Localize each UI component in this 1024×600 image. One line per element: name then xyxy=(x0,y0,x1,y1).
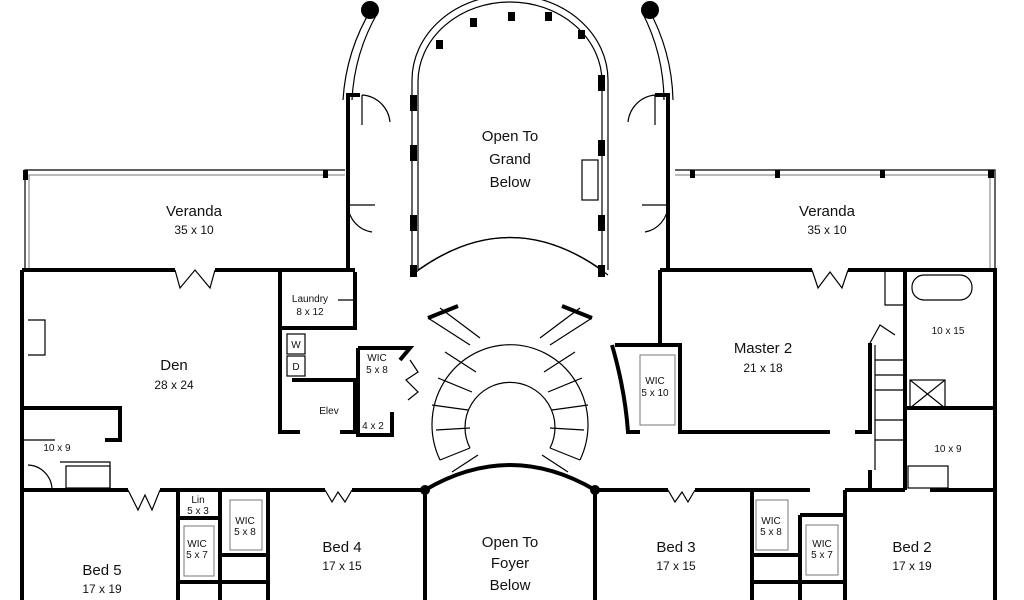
den-name: Den xyxy=(160,357,188,374)
bed2-name: Bed 2 xyxy=(892,539,931,556)
wic-bed3-size: 5 x 8 xyxy=(760,527,782,538)
laundry-size: 8 x 12 xyxy=(296,307,324,318)
closet-4x2-label: 4 x 2 xyxy=(362,421,384,432)
linen-size: 5 x 3 xyxy=(187,506,209,517)
grand-staircase xyxy=(420,304,600,495)
wic-master-size: 5 x 10 xyxy=(641,388,669,399)
wic-bed2-size: 5 x 7 xyxy=(811,550,833,561)
grand-label-3: Below xyxy=(490,174,531,191)
master-bath-size: 10 x 15 xyxy=(932,326,965,337)
bed5-size: 17 x 19 xyxy=(82,582,122,596)
master2-name: Master 2 xyxy=(734,340,792,357)
room-labels: Open To Grand Below Veranda 35 x 10 Vera… xyxy=(43,128,964,596)
bath-left-size: 10 x 9 xyxy=(43,443,71,454)
bed4-name: Bed 4 xyxy=(322,539,361,556)
veranda-right-outline xyxy=(675,169,996,270)
bed5-name: Bed 5 xyxy=(82,562,121,579)
wic-bed5-size: 5 x 7 xyxy=(186,550,208,561)
veranda-right-size: 35 x 10 xyxy=(807,223,847,237)
wic-bed5-name: WIC xyxy=(187,539,206,550)
elevator-label: Elev xyxy=(319,406,338,417)
grand-label-2: Grand xyxy=(489,151,531,168)
grand-tower xyxy=(342,0,674,277)
wic-master-name: WIC xyxy=(645,376,664,387)
bed4-size: 17 x 15 xyxy=(322,559,362,573)
den-size: 28 x 24 xyxy=(154,378,194,392)
bath-right-size: 10 x 9 xyxy=(934,444,962,455)
master2-size: 21 x 18 xyxy=(743,361,783,375)
master-walls xyxy=(593,268,997,600)
veranda-left-outline xyxy=(23,169,345,270)
wic-laundry-size: 5 x 8 xyxy=(366,365,388,376)
veranda-left-name: Veranda xyxy=(166,203,223,220)
washer-label: W xyxy=(291,340,301,351)
bed3-name: Bed 3 xyxy=(656,539,695,556)
veranda-right-name: Veranda xyxy=(799,203,856,220)
wic-bed4-size: 5 x 8 xyxy=(234,527,256,538)
laundry-name: Laundry xyxy=(292,294,328,305)
linen-name: Lin xyxy=(191,495,204,506)
wic-bed3-name: WIC xyxy=(761,516,780,527)
foyer-label-2: Foyer xyxy=(491,555,529,572)
grand-label-1: Open To xyxy=(482,128,538,145)
bed3-size: 17 x 15 xyxy=(656,559,696,573)
wic-laundry-name: WIC xyxy=(367,353,386,364)
wic-bed2-name: WIC xyxy=(812,539,831,550)
bed2-size: 17 x 19 xyxy=(892,559,932,573)
left-bedroom-walls xyxy=(176,488,427,600)
foyer-label-3: Below xyxy=(490,577,531,594)
foyer-label-1: Open To xyxy=(482,534,538,551)
wic-bed4-name: WIC xyxy=(235,516,254,527)
veranda-left-size: 35 x 10 xyxy=(174,223,214,237)
dryer-label: D xyxy=(292,362,299,373)
